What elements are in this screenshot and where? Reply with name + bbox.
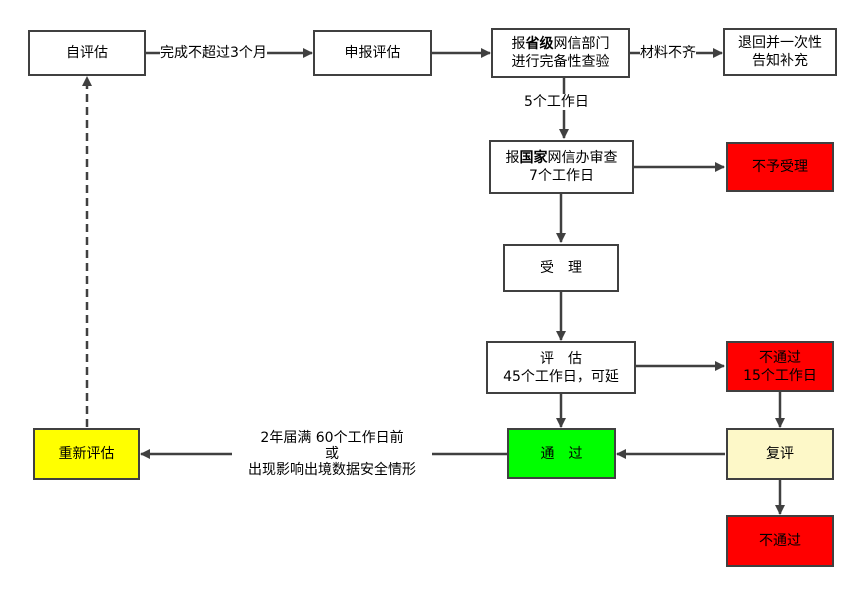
node-reject-acceptance-label: 不予受理 (752, 159, 808, 175)
node-accept: 受 理 (503, 244, 619, 292)
node-final-fail-label: 不通过 (759, 533, 801, 549)
edge-label-incomplete: 材料不齐 (640, 45, 696, 61)
condition-line-3: 出现影响出境数据安全情形 (248, 462, 416, 478)
node-evaluate-line1: 评 估 (540, 350, 582, 367)
node-national-review-line2: 7个工作日 (529, 168, 594, 184)
node-self-assessment-label: 自评估 (66, 45, 108, 61)
node-pass-label: 通 过 (540, 445, 583, 462)
node-national-review-line1: 报国家网信办审查 (505, 150, 618, 166)
node-pass: 通 过 (507, 428, 616, 479)
node-evaluate: 评 估 45个工作日，可延 (486, 341, 636, 394)
node-final-fail: 不通过 (726, 515, 834, 567)
node-return-notify-line2: 告知补充 (752, 53, 808, 69)
node-provincial-check-line2: 进行完备性查验 (511, 54, 610, 70)
edge-label-reassess-condition: 2年届满 60个工作日前 或 出现影响出境数据安全情形 (232, 430, 432, 478)
node-accept-label: 受 理 (540, 260, 582, 276)
edge-label-time-limit: 完成不超过3个月 (160, 45, 267, 61)
node-self-assessment: 自评估 (28, 30, 146, 76)
node-provincial-check: 报省级网信部门 进行完备性查验 (491, 28, 630, 78)
node-evaluate-line2: 45个工作日，可延 (503, 368, 619, 385)
node-reassess: 重新评估 (33, 428, 140, 480)
edge-label-5-days: 5个工作日 (524, 94, 589, 110)
condition-line-2: 或 (325, 446, 339, 462)
node-re-review: 复评 (726, 428, 834, 480)
node-reassess-label: 重新评估 (58, 446, 115, 462)
node-fail-line1: 不通过 (759, 349, 801, 366)
node-re-review-label: 复评 (766, 446, 794, 462)
node-return-notify: 退回并一次性 告知补充 (723, 28, 837, 76)
condition-line-1: 2年届满 60个工作日前 (260, 430, 404, 446)
node-fail: 不通过 15个工作日 (726, 341, 834, 392)
node-provincial-check-line1: 报省级网信部门 (511, 36, 610, 52)
node-return-notify-line1: 退回并一次性 (738, 35, 822, 51)
node-national-review: 报国家网信办审查 7个工作日 (489, 140, 634, 194)
node-fail-line2: 15个工作日 (743, 367, 817, 384)
node-reject-acceptance: 不予受理 (726, 142, 834, 192)
node-declare-assessment-label: 申报评估 (344, 45, 401, 61)
node-declare-assessment: 申报评估 (313, 30, 432, 76)
